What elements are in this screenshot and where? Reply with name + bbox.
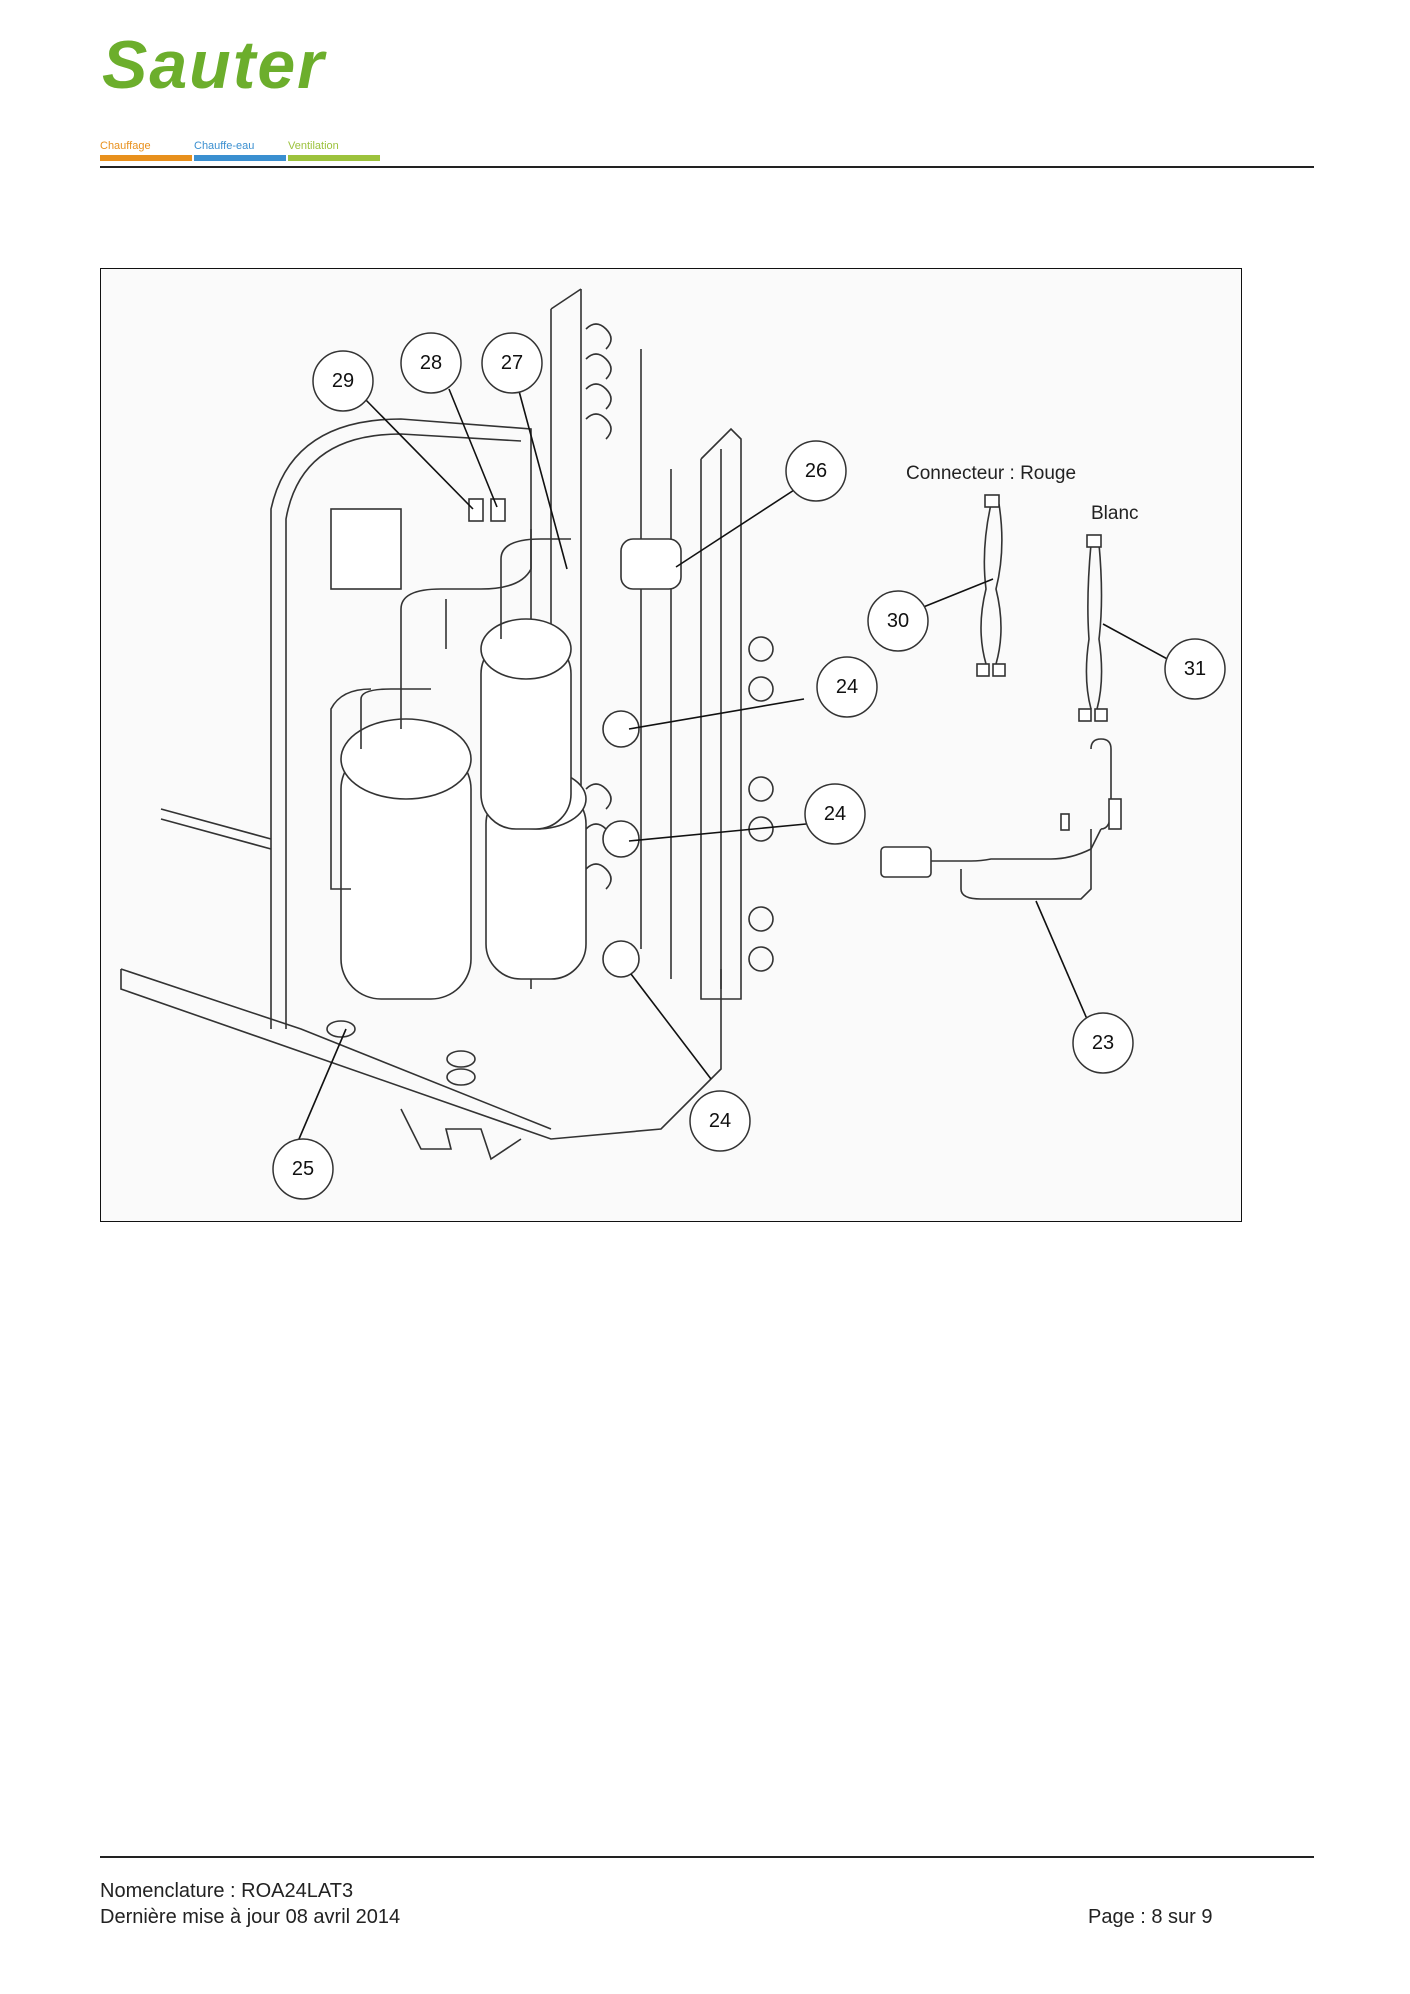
callout-30: 30 xyxy=(867,590,929,652)
connector-white-label: Blanc xyxy=(1091,503,1139,524)
callout-29: 29 xyxy=(312,350,374,412)
callout-24-bottom: 24 xyxy=(689,1090,751,1152)
svg-text:23: 23 xyxy=(1092,1032,1114,1054)
brand-logo: Sauter Chauffage Chauffe-eau Ventilation xyxy=(100,22,400,162)
callout-31: 31 xyxy=(1164,638,1226,700)
footer-nomenclature: Nomenclature : ROA24LAT3 xyxy=(100,1880,354,1902)
callouts: 29 28 27 26 30 31 xyxy=(272,332,1226,1200)
footer-updated-date: Dernière mise à jour 08 avril 2014 xyxy=(100,1906,401,1928)
svg-text:24: 24 xyxy=(836,676,858,698)
callout-26: 26 xyxy=(785,440,847,502)
callout-24-middle: 24 xyxy=(804,783,866,845)
svg-text:24: 24 xyxy=(824,803,846,825)
svg-text:25: 25 xyxy=(292,1158,314,1180)
svg-text:Sauter: Sauter xyxy=(102,27,327,102)
outdoor-unit-illustration: 29 28 27 26 30 31 xyxy=(120,288,1226,1200)
callout-28: 28 xyxy=(400,332,462,394)
category-strip: Chauffage Chauffe-eau Ventilation xyxy=(100,140,400,161)
connector-red-label: Connecteur : Rouge xyxy=(906,463,1076,484)
header-divider xyxy=(100,166,1314,168)
callout-24-top: 24 xyxy=(816,656,878,718)
leader-lines xyxy=(298,388,1172,1140)
svg-text:30: 30 xyxy=(887,610,909,632)
sauter-logo-icon: Sauter xyxy=(102,27,327,102)
svg-text:29: 29 xyxy=(332,370,354,392)
svg-text:27: 27 xyxy=(501,352,523,374)
category-ventilation: Ventilation xyxy=(288,140,380,161)
callout-27: 27 xyxy=(481,332,543,394)
svg-text:24: 24 xyxy=(709,1110,731,1132)
callout-23: 23 xyxy=(1072,1012,1134,1074)
svg-text:26: 26 xyxy=(805,460,827,482)
svg-text:31: 31 xyxy=(1184,658,1206,680)
category-chauffage: Chauffage xyxy=(100,140,192,161)
svg-text:28: 28 xyxy=(420,352,442,374)
callout-25: 25 xyxy=(272,1138,334,1200)
category-chauffe-eau: Chauffe-eau xyxy=(194,140,286,161)
parts-diagram: 29 28 27 26 30 31 xyxy=(100,268,1242,1222)
unit-drawing xyxy=(120,288,1122,1161)
footer-divider xyxy=(100,1856,1314,1858)
footer-page-number: Page : 8 sur 9 xyxy=(1088,1906,1213,1928)
